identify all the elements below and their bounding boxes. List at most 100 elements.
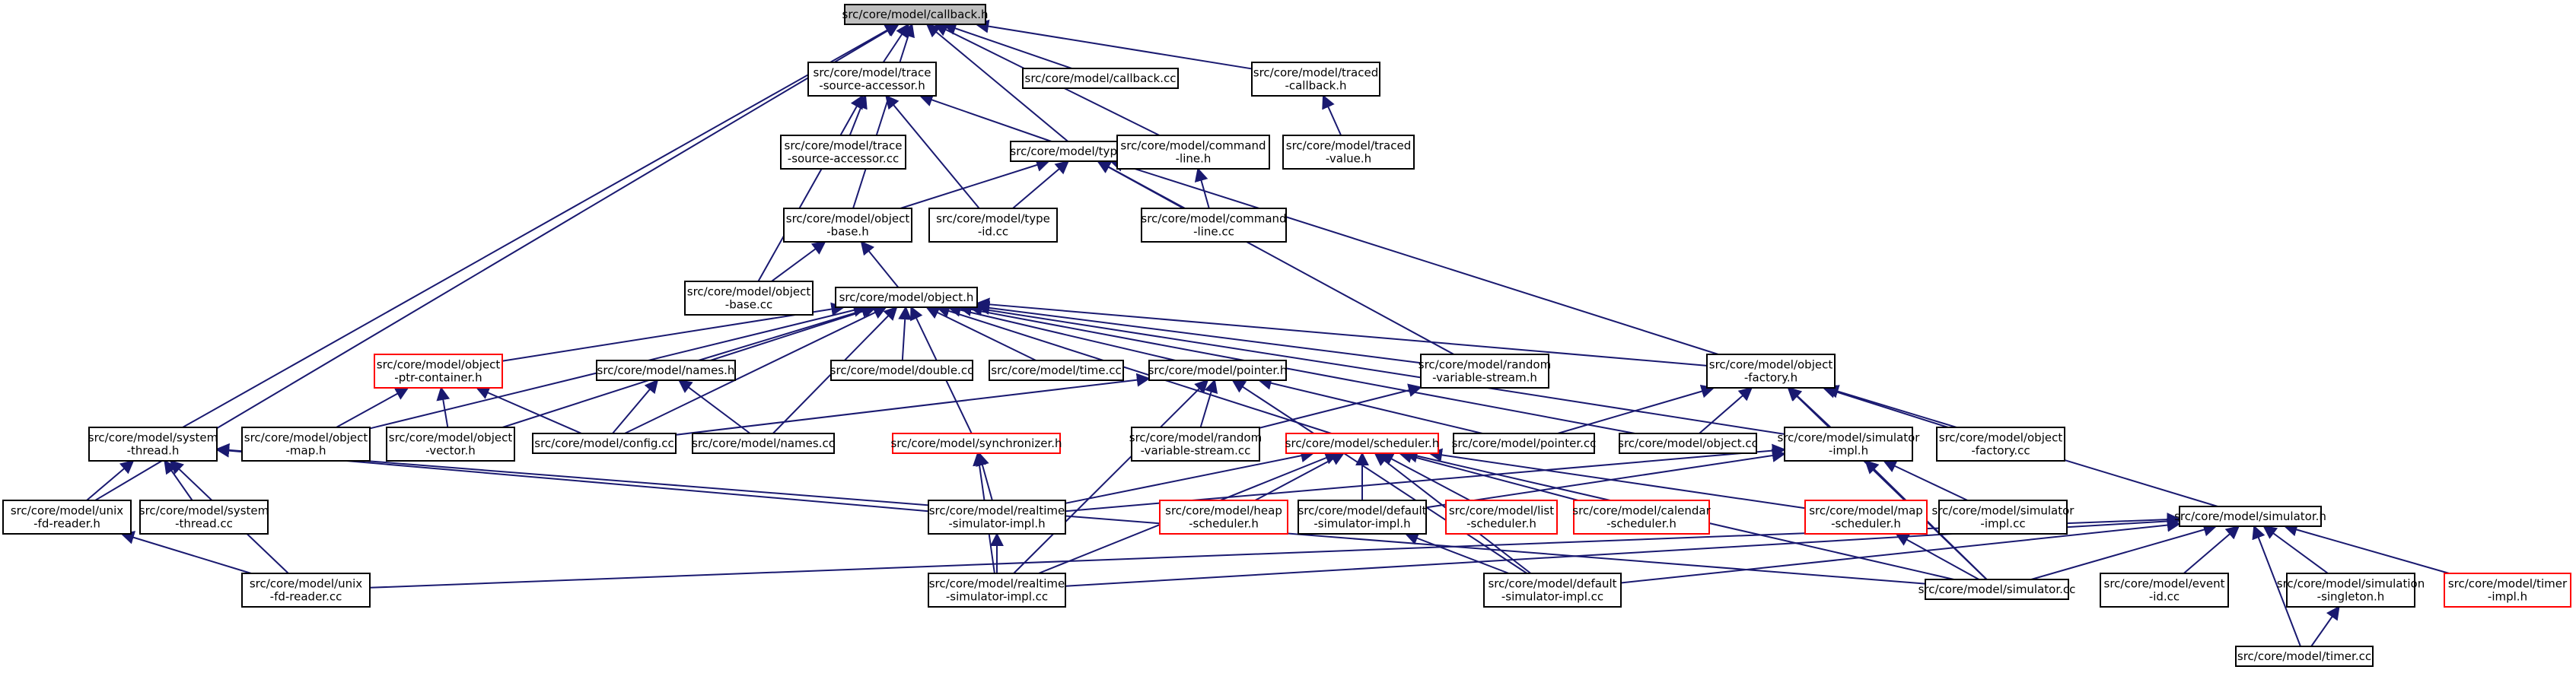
node-box[interactable] [1282,135,1415,170]
node-default-simulator-impl-cc[interactable]: src/core/model/default-simulator-impl.cc [1483,573,1622,608]
node-box[interactable] [844,4,986,25]
node-synchronizer-h[interactable]: src/core/model/synchronizer.h [890,433,1062,454]
node-box[interactable] [1285,433,1439,454]
node-simulation-singleton-h[interactable]: src/core/model/simulation-singleton.h [2277,573,2425,608]
node-callback-cc[interactable]: src/core/model/callback.cc [1022,68,1179,89]
node-list-scheduler-h[interactable]: src/core/model/list-scheduler.h [1445,500,1558,535]
node-event-id-cc[interactable]: src/core/model/event-id.cc [2100,573,2229,608]
edge-type_id_cc-to-type_id_h [1012,160,1070,209]
node-default-simulator-impl-h[interactable]: src/core/model/default-simulator-impl.h [1298,500,1427,535]
node-box[interactable] [1159,500,1288,535]
node-box[interactable] [2,500,132,535]
node-box[interactable] [2100,573,2229,608]
node-type-id-cc[interactable]: src/core/model/type-id.cc [928,208,1058,243]
node-command-line-cc[interactable]: src/core/model/command-line.cc [1141,208,1287,243]
node-box[interactable] [1141,208,1287,243]
node-pointer-h[interactable]: src/core/model/pointer.h [1148,360,1288,381]
node-object-ptr-container-h[interactable]: src/core/model/object-ptr-container.h [374,354,503,389]
node-box[interactable] [989,360,1124,381]
node-box[interactable] [1938,500,2068,535]
node-box[interactable] [928,208,1058,243]
node-box[interactable] [1453,433,1595,454]
node-box[interactable] [692,433,835,454]
node-time-cc[interactable]: src/core/model/time.cc [989,360,1124,381]
node-object-base-h[interactable]: src/core/model/object-base.h [783,208,912,243]
node-box[interactable] [2235,646,2374,667]
node-simulator-impl-cc[interactable]: src/core/model/simulator-impl.cc [1932,500,2075,535]
node-map-scheduler-h[interactable]: src/core/model/map-scheduler.h [1804,500,1928,535]
node-trace-source-accessor-h[interactable]: src/core/model/trace-source-accessor.h [807,62,937,97]
node-trace-source-accessor-cc[interactable]: src/core/model/trace-source-accessor.cc [780,135,906,170]
node-double-cc[interactable]: src/core/model/double.cc [830,360,974,381]
node-box[interactable] [928,573,1066,608]
node-object-vector-h[interactable]: src/core/model/object-vector.h [386,427,515,462]
node-object-factory-h[interactable]: src/core/model/object-factory.h [1706,354,1836,389]
node-calendar-scheduler-h[interactable]: src/core/model/calendar-scheduler.h [1572,500,1711,535]
node-object-cc[interactable]: src/core/model/object.cc [1618,433,1758,454]
node-object-map-h[interactable]: src/core/model/object-map.h [241,427,371,462]
node-timer-impl-h[interactable]: src/core/model/timer-impl.h [2444,573,2571,608]
node-box[interactable] [684,281,814,316]
node-object-h[interactable]: src/core/model/object.h [835,287,978,308]
node-box[interactable] [830,360,973,381]
node-box[interactable] [2444,573,2571,608]
node-box[interactable] [928,500,1066,535]
node-box[interactable] [241,573,371,608]
node-box[interactable] [88,427,218,462]
node-box[interactable] [780,135,906,170]
node-box[interactable] [1925,579,2069,600]
node-box[interactable] [374,354,503,389]
node-box[interactable] [1936,427,2065,462]
node-system-thread-cc[interactable]: src/core/model/system-thread.cc [139,500,269,535]
node-system-thread-h[interactable]: src/core/model/system-thread.h [88,427,218,462]
node-traced-callback-h[interactable]: src/core/model/traced-callback.h [1251,62,1380,97]
node-box[interactable] [532,433,677,454]
node-box[interactable] [783,208,912,243]
node-box[interactable] [1619,433,1757,454]
node-heap-scheduler-h[interactable]: src/core/model/heap-scheduler.h [1159,500,1288,535]
edge-simulator_impl_h-to-object_h [968,302,1785,435]
node-simulator-cc[interactable]: src/core/model/simulator.cc [1918,579,2076,600]
node-box[interactable] [1298,500,1427,535]
node-object-base-cc[interactable]: src/core/model/object-base.cc [684,281,814,316]
node-callback-h[interactable]: src/core/model/callback.h [842,4,989,25]
node-box[interactable] [807,62,937,97]
node-box[interactable] [1706,354,1836,389]
node-config-cc[interactable]: src/core/model/config.cc [532,433,677,454]
node-box[interactable] [596,360,736,381]
node-box[interactable] [1148,360,1287,381]
node-box[interactable] [1131,427,1260,462]
node-box[interactable] [2286,573,2415,608]
node-box[interactable] [892,433,1061,454]
node-box[interactable] [139,500,269,535]
node-box[interactable] [1573,500,1710,535]
node-box[interactable] [835,287,978,308]
node-simulator-h[interactable]: src/core/model/simulator.h [2174,506,2326,527]
node-scheduler-h[interactable]: src/core/model/scheduler.h [1285,433,1440,454]
node-pointer-cc[interactable]: src/core/model/pointer.cc [1452,433,1597,454]
node-box[interactable] [1784,427,1913,462]
node-box[interactable] [1022,68,1179,89]
node-box[interactable] [1483,573,1622,608]
node-traced-value-h[interactable]: src/core/model/traced-value.h [1282,135,1415,170]
node-unix-fd-reader-h[interactable]: src/core/model/unix-fd-reader.h [2,500,132,535]
node-realtime-simulator-impl-cc[interactable]: src/core/model/realtime-simulator-impl.c… [928,573,1066,608]
node-names-h[interactable]: src/core/model/names.h [596,360,736,381]
node-unix-fd-reader-cc[interactable]: src/core/model/unix-fd-reader.cc [241,573,371,608]
node-box[interactable] [1251,62,1380,97]
node-names-cc[interactable]: src/core/model/names.cc [692,433,835,454]
node-box[interactable] [1116,135,1270,170]
node-random-variable-stream-h[interactable]: src/core/model/random-variable-stream.h [1419,354,1551,389]
node-realtime-simulator-impl-h[interactable]: src/core/model/realtime-simulator-impl.h [928,500,1066,535]
node-timer-cc[interactable]: src/core/model/timer.cc [2235,646,2374,667]
node-box[interactable] [1420,354,1549,389]
node-object-factory-cc[interactable]: src/core/model/object-factory.cc [1936,427,2065,462]
node-box[interactable] [1804,500,1928,535]
node-box[interactable] [2179,506,2322,527]
node-box[interactable] [386,427,515,462]
node-random-variable-stream-cc[interactable]: src/core/model/random-variable-stream.cc [1129,427,1262,462]
node-box[interactable] [1445,500,1558,535]
node-command-line-h[interactable]: src/core/model/command-line.h [1116,135,1270,170]
node-box[interactable] [241,427,371,462]
node-simulator-impl-h[interactable]: src/core/model/simulator-impl.h [1778,427,1921,462]
